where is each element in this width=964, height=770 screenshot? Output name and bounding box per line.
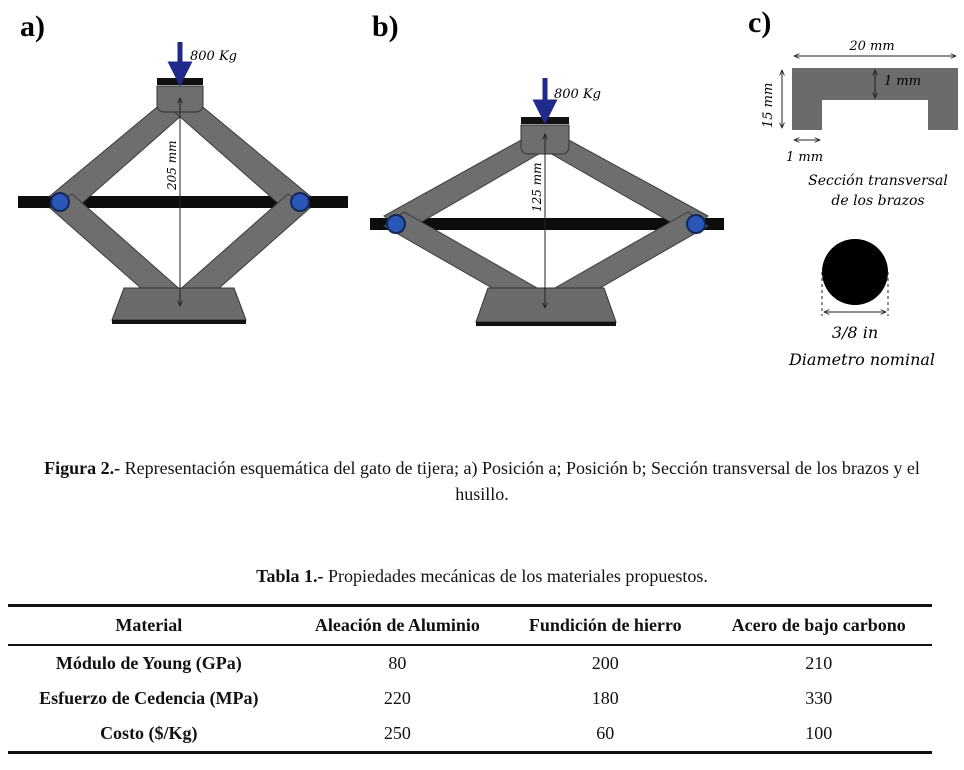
figure-2: a) 800 Kg 205 mm b)	[18, 6, 958, 369]
wall-label: 1 mm	[786, 150, 823, 165]
row-label: Costo ($/Kg)	[100, 723, 198, 743]
panel-b: b) 800 Kg 125 mm	[370, 10, 724, 326]
header-low-carbon-steel: Acero de bajo carbono	[731, 615, 906, 635]
table-cell: 180	[591, 688, 619, 708]
table-title-label: Tabla 1.-	[256, 566, 324, 586]
row-label: Esfuerzo de Cedencia (MPa)	[39, 688, 259, 708]
table-row: Esfuerzo de Cedencia (MPa) 220 180 330	[8, 681, 932, 716]
figure-caption-label: Figura 2.-	[44, 458, 121, 478]
height-label-a: 205 mm	[165, 141, 179, 191]
panel-a: a) 800 Kg 205 mm	[18, 10, 348, 324]
table-cell: 220	[383, 688, 411, 708]
table-row: Módulo de Young (GPa) 80 200 210	[8, 645, 932, 681]
table-title: Tabla 1.- Propiedades mecánicas de los m…	[0, 566, 964, 587]
base-b	[475, 287, 617, 326]
screw-a	[18, 196, 348, 208]
figure-caption: Figura 2.- Representación esquemática de…	[20, 455, 944, 507]
section-height-label: 15 mm	[761, 83, 776, 128]
row-label: Módulo de Young (GPa)	[55, 653, 242, 673]
panel-a-label: a)	[20, 10, 45, 43]
table-row: Costo ($/Kg) 250 60 100	[8, 716, 932, 753]
table-cell: 250	[383, 723, 411, 743]
section-caption-line-1: Sección transversal	[808, 173, 948, 189]
table-header-row: Material Aleación de Aluminio Fundición …	[8, 605, 932, 645]
pivot-right-b	[686, 214, 706, 234]
scissor-arms-a	[49, 97, 311, 313]
table-cell: 60	[596, 723, 615, 743]
panel-c-label: c)	[748, 6, 771, 39]
table-cell: 330	[805, 688, 833, 708]
table-title-text: Propiedades mecánicas de los materiales …	[323, 566, 708, 586]
base-a	[111, 287, 247, 324]
panel-b-label: b)	[372, 10, 399, 43]
header-cast-iron: Fundición de hierro	[528, 615, 682, 635]
width-label: 20 mm	[848, 39, 894, 54]
load-label-b: 800 Kg	[554, 87, 601, 102]
pivot-left-a	[50, 192, 70, 212]
diameter-caption: Diametro nominal	[788, 350, 935, 369]
header-aluminium: Aleación de Aluminio	[314, 615, 480, 635]
table-cell: 200	[591, 653, 619, 673]
pivot-left-b	[386, 214, 406, 234]
header-material: Material	[115, 615, 183, 635]
materials-table: Material Aleación de Aluminio Fundición …	[8, 604, 932, 754]
section-caption-line-2: de los brazos	[831, 193, 924, 209]
load-label-a: 800 Kg	[190, 49, 237, 64]
height-label-b: 125 mm	[530, 163, 544, 212]
spindle-cross-section	[822, 239, 888, 305]
arm-cross-section	[792, 68, 958, 130]
thickness-label: 1 mm	[884, 74, 921, 89]
table-cell: 80	[388, 653, 407, 673]
table-cell: 100	[805, 723, 833, 743]
figure-caption-text: Representación esquemática del gato de t…	[120, 458, 920, 504]
diameter-label: 3/8 in	[832, 323, 878, 342]
panel-c: c) 20 mm 1 mm 15 mm 1 mm Sección transve…	[748, 6, 958, 369]
table-cell: 210	[805, 653, 833, 673]
pivot-right-a	[290, 192, 310, 212]
